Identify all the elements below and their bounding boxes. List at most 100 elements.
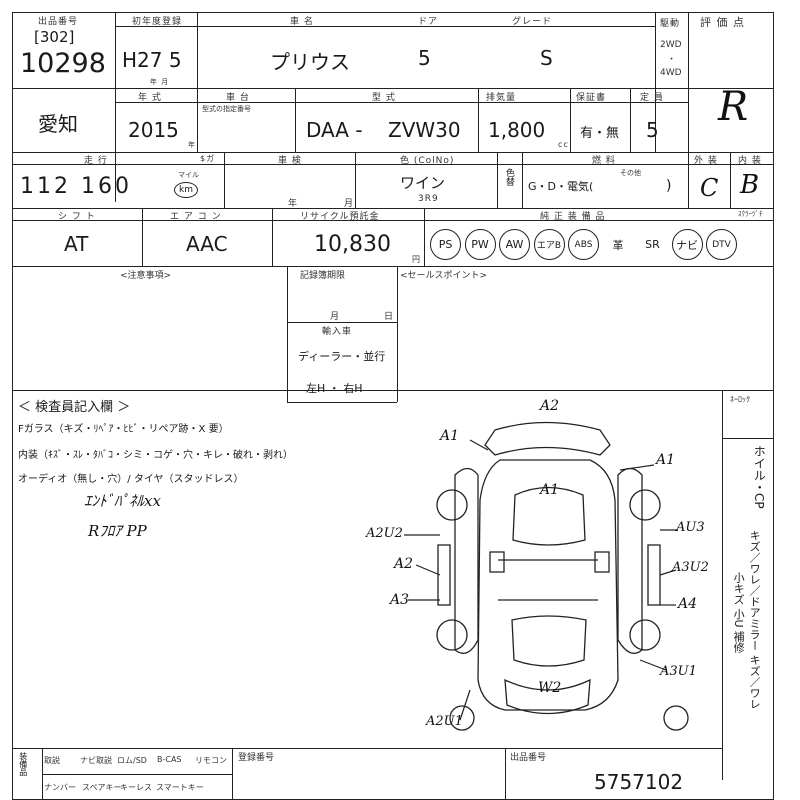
mileage-value: 112 160 xyxy=(20,174,132,199)
damage-mark: A2U1 xyxy=(426,714,463,729)
footer-top-cell: ナビ取説 xyxy=(80,756,112,765)
interior-label: 内 装 xyxy=(738,156,762,166)
footer-top-cell: リモコン xyxy=(195,756,227,765)
handwritten-note-2: Rﾌﾛｱ PP xyxy=(88,522,147,540)
period-month: 月 xyxy=(330,312,341,322)
equipment-item: ABS xyxy=(568,229,599,260)
grade-label: グレード xyxy=(512,17,553,27)
approx-label: ﾈｰﾛｯｸ xyxy=(730,395,750,404)
col-divider xyxy=(115,12,116,202)
car-name-label: 車 名 xyxy=(290,17,314,27)
inspection-line2: 内装（ｷｽﾞ・ｽﾚ・ﾀﾊﾞｺ・シミ・コゲ・穴・キレ・破れ・剥れ） xyxy=(18,450,293,461)
col-divider xyxy=(655,12,656,152)
period-day: 日 xyxy=(384,312,395,322)
warranty-value: 有・無 xyxy=(580,126,620,141)
drive-label: 駆動 xyxy=(660,19,681,29)
col-divider xyxy=(224,152,225,208)
label-divider xyxy=(115,26,655,27)
damage-mark: AU3 xyxy=(676,520,705,535)
model-label: 型 式 xyxy=(372,93,396,103)
equipment-item: ナビ xyxy=(671,229,703,260)
row-divider xyxy=(12,152,774,153)
chassis-sub: 型式の指定番号 xyxy=(202,105,251,113)
damage-mark: W2 xyxy=(538,680,562,696)
col-divider xyxy=(197,88,198,152)
footer-bottom-cell: ナンバー xyxy=(44,783,76,792)
inspection-year: 年 xyxy=(288,199,299,209)
model-code: ZVW30 xyxy=(388,118,461,142)
row-divider xyxy=(12,208,774,209)
model-prefix: DAA - xyxy=(306,118,363,142)
label-divider xyxy=(722,438,774,439)
doors-value: 5 xyxy=(418,46,431,70)
equipment-item: DTV xyxy=(706,229,737,260)
shift-label: シ フ ト xyxy=(58,212,96,222)
displacement-label: 排気量 xyxy=(486,93,517,103)
car-name: プリウス xyxy=(270,50,350,74)
col-divider xyxy=(42,748,43,800)
drive-2wd: 2WD xyxy=(660,40,682,50)
mileage-unit-km: km xyxy=(174,182,198,198)
inspection-line3: オーディオ（無し・穴）/ タイヤ（スタッドレス） xyxy=(18,474,244,485)
dealer-value: ディーラー・並行 xyxy=(298,350,386,363)
label-divider xyxy=(12,164,774,165)
col-divider xyxy=(424,208,425,266)
drive-4wd: 4WD xyxy=(660,68,682,78)
stickers-label: ｽｸﾗｰﾂﾞﾁ xyxy=(738,210,763,218)
damage-mark: A3U1 xyxy=(660,664,697,679)
equipment-label: 純 正 装 備 品 xyxy=(540,212,606,222)
col-divider xyxy=(232,748,233,800)
recycle-value: 10,830 xyxy=(314,232,391,257)
lot-sub: [302] xyxy=(34,28,75,46)
label-divider xyxy=(42,774,232,775)
fuel-close-paren: ) xyxy=(666,178,672,194)
legend-col-2: キズ／ワレ／ドアミラー キズ／ワレ xyxy=(748,530,762,710)
col-divider xyxy=(722,390,723,780)
grade-value: S xyxy=(540,46,553,70)
score-value: R xyxy=(718,84,749,130)
damage-mark: A4 xyxy=(678,596,698,612)
col-divider xyxy=(397,266,398,402)
drive-dot: ・ xyxy=(667,55,678,65)
capacity-label: 定 員 xyxy=(640,93,664,103)
exterior-value: C xyxy=(700,174,719,202)
period-label: 記録簿期限 xyxy=(300,271,346,281)
seller-label: 出品番号 xyxy=(510,753,547,763)
footer-bottom-cell: スマートキー xyxy=(156,783,204,792)
fuel-value: G・D・電気( xyxy=(528,180,594,193)
warranty-label: 保証書 xyxy=(576,93,607,103)
interior-value: B xyxy=(740,170,760,200)
shift-value: AT xyxy=(64,232,89,256)
mileage-unit-mile: マイル xyxy=(178,171,199,179)
col-divider xyxy=(478,88,479,152)
label-divider xyxy=(287,402,397,403)
damage-mark: A1 xyxy=(440,428,460,444)
seller-number: 5757102 xyxy=(594,770,684,794)
first-reg-sub: 年 月 xyxy=(150,78,170,86)
col-divider xyxy=(197,12,198,88)
equipment-item: SR xyxy=(645,238,660,251)
equipment-item: PS xyxy=(430,229,461,260)
col-divider xyxy=(497,152,498,208)
footer-top-cell: 取説 xyxy=(44,756,60,765)
lot-label: 出品番号 xyxy=(38,17,79,27)
col-divider xyxy=(505,748,506,800)
color-code: 3R9 xyxy=(418,194,439,204)
inspection-label: 車 検 xyxy=(278,156,302,166)
inspection-month: 月 xyxy=(344,199,355,209)
first-reg-value: H27 5 xyxy=(122,48,182,72)
col-divider xyxy=(522,152,523,208)
color-change-label: 色替 xyxy=(503,168,514,186)
dealer-label: 登録番号 xyxy=(238,753,275,763)
label-divider xyxy=(12,220,774,221)
col-divider xyxy=(272,208,273,266)
chassis-label: 車 台 xyxy=(226,93,250,103)
footer-top-cell: B-CAS xyxy=(157,755,182,764)
mileage-sub: $ガ xyxy=(200,154,216,163)
col-divider xyxy=(570,88,571,152)
footer-bottom-cell: キーレス xyxy=(120,783,152,792)
handwritten-note-1: ｴﾝﾄﾞﾊﾟﾈﾙxx xyxy=(84,492,161,510)
mileage-label: 走 行 xyxy=(84,156,108,166)
